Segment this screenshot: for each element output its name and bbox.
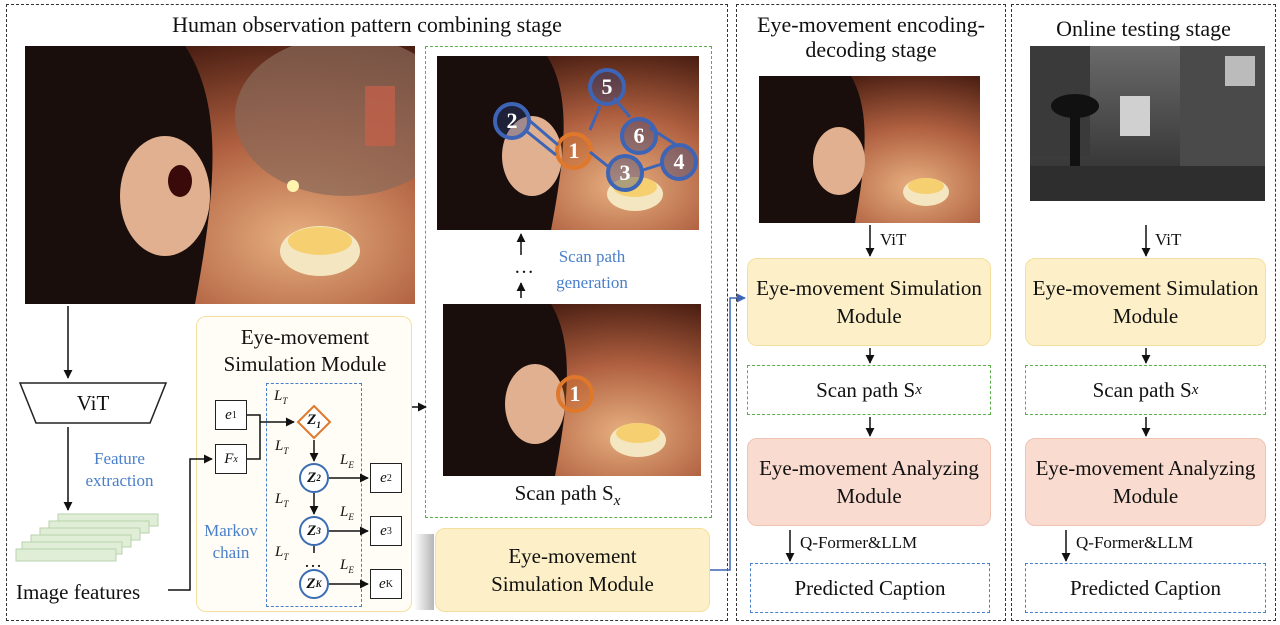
node-z1: Z1	[296, 404, 332, 440]
encoding-stage-title: Eye-movement encoding-decoding stage	[757, 12, 985, 63]
fixation-marker-1: 1	[555, 132, 593, 170]
testing-stage-title: Online testing stage	[1056, 16, 1231, 41]
edge-label-lt-2: LT	[275, 438, 289, 456]
fixation-marker-3: 3	[606, 154, 644, 192]
scanpath-dots: …	[514, 256, 534, 278]
scan-path-generation-label: Scan path generation	[556, 247, 628, 292]
input-photo	[25, 46, 415, 304]
fixation-marker-2: 2	[493, 102, 531, 140]
testing-stage	[1011, 4, 1276, 621]
esm-markov-title: Eye-movement Simulation Module	[223, 325, 387, 377]
testing-qformer-label: Q-Former&LLM	[1076, 533, 1194, 552]
testing-vit-label: ViT	[1155, 230, 1182, 249]
edge-label-le-1: LE	[340, 452, 354, 470]
edge-label-le-3: LE	[340, 557, 354, 575]
testing-photo	[1030, 46, 1265, 201]
edge-label-le-2: LE	[340, 504, 354, 522]
esm-bottom-module: Eye-movement Simulation Module	[435, 528, 710, 612]
markov-chain-box	[266, 383, 362, 607]
markov-ellipsis: …	[304, 551, 322, 571]
encoding-photo	[759, 76, 980, 223]
scanpath-label: Scan path Sx	[514, 481, 621, 510]
edge-label-lt-4: LT	[275, 544, 289, 562]
vit-encoder	[18, 381, 168, 425]
fixation-marker-5: 5	[588, 68, 626, 106]
fixation-marker-bottom-1: 1	[556, 375, 594, 413]
fixation-marker-6: 6	[620, 117, 658, 155]
image-features-stack	[14, 512, 164, 572]
edge-label-lt-3: LT	[275, 491, 289, 509]
testing-eam-module: Eye-movement Analyzing Module	[1025, 438, 1266, 526]
encoding-eam-module: Eye-movement Analyzing Module	[747, 438, 991, 526]
feature-extraction-label: Feature extraction	[85, 449, 154, 491]
encoding-esm-module: Eye-movement Simulation Module	[747, 258, 991, 346]
esm-bottom-gradient	[414, 534, 434, 610]
image-features-label: Image features	[16, 580, 141, 604]
edge-label-lt-1: LT	[274, 388, 288, 406]
scanpath-photo-bottom	[443, 304, 701, 476]
testing-esm-module: Eye-movement Simulation Module	[1025, 258, 1266, 346]
combining-stage-title: Human observation pattern combining stag…	[172, 12, 562, 37]
encoding-qformer-label: Q-Former&LLM	[800, 533, 918, 552]
testing-caption-box: Predicted Caption	[1025, 563, 1266, 613]
encoding-caption-box: Predicted Caption	[750, 563, 990, 613]
markov-chain-label: Markov chain	[204, 521, 258, 563]
encoding-vit-label: ViT	[880, 230, 907, 249]
fixation-marker-4: 4	[660, 143, 698, 181]
vit-label: ViT	[76, 391, 110, 415]
